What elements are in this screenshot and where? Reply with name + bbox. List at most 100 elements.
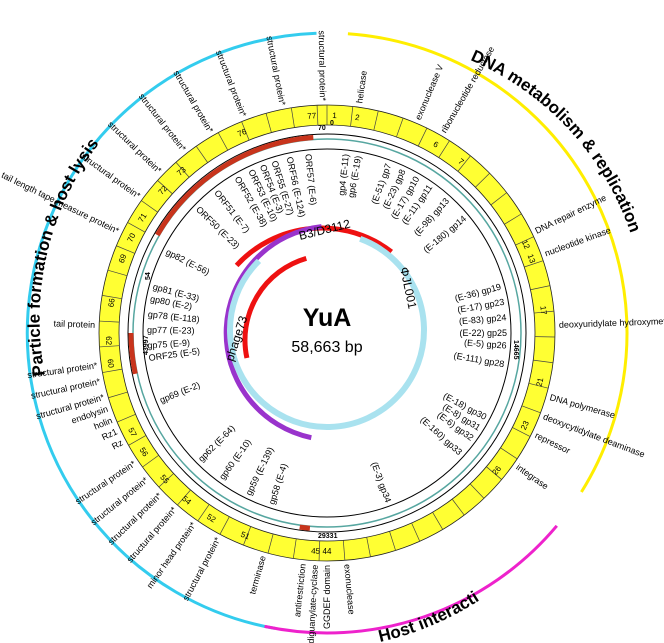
orf-tick xyxy=(102,295,122,300)
inner-gene-label: gp75 (E-9) xyxy=(147,338,190,351)
orf-tick xyxy=(108,391,128,399)
outer-gene-label: nucleotide kinase xyxy=(543,225,612,258)
orf-tick xyxy=(500,447,518,460)
outer-gene-label: tail protein xyxy=(53,318,95,329)
orf-number: 60 xyxy=(106,358,116,369)
orf-tick xyxy=(195,146,208,163)
genome-size: 58,663 bp xyxy=(291,339,362,356)
b3-d3112-label: B3/D3112 xyxy=(297,217,352,243)
orf-tick xyxy=(141,200,158,213)
inner-gene-label: (E-22) gp25 xyxy=(459,328,507,338)
orf-number: 21 xyxy=(535,376,546,387)
orf-tick xyxy=(102,368,123,373)
outer-gene-label: repressor xyxy=(533,430,572,456)
orf-number: 70 xyxy=(126,231,138,243)
outer-gene-label: structural protein* xyxy=(264,35,287,107)
inner-gene-label: (E-3) gp34 xyxy=(369,460,393,503)
structural-segment-1 xyxy=(128,332,138,375)
outer-gene-label: integrase xyxy=(514,462,550,491)
orf-tick xyxy=(267,533,274,554)
marker-0: 0 xyxy=(330,120,334,127)
orf-number: 12 xyxy=(520,239,532,251)
orf-number: 62 xyxy=(104,336,113,346)
genome-name: YuA xyxy=(303,304,352,332)
marker-14665: 14665 xyxy=(512,340,519,360)
orf-number: 66 xyxy=(107,297,117,308)
orf-tick xyxy=(116,413,136,423)
orf-tick xyxy=(175,162,190,178)
orf-tick xyxy=(292,538,297,559)
orf-tick xyxy=(389,531,396,551)
inner-gene-label: gp82 (E-56) xyxy=(164,247,211,277)
outer-gene-label: structural protein* xyxy=(137,92,189,154)
orf-number: 51 xyxy=(239,530,251,542)
orf-tick xyxy=(142,454,159,468)
orf-tick xyxy=(396,117,404,138)
orf-tick xyxy=(457,155,471,172)
inner-gene-label: gp77 (E-23) xyxy=(147,325,195,336)
outer-gene-label: structural protein* xyxy=(106,119,164,176)
marker-43997: 43997 xyxy=(143,335,150,355)
orf-tick xyxy=(486,466,502,480)
inner-gene-label: gp4 (E-11) xyxy=(336,153,350,196)
orf-number: 13 xyxy=(526,253,538,265)
outer-gene-label: exonuclease xyxy=(342,564,356,615)
outer-gene-label: structural protein* xyxy=(181,535,223,602)
orf-tick xyxy=(533,359,554,364)
inner-gene-label: gp69 (E-2) xyxy=(158,380,201,405)
orf-number: 23 xyxy=(519,419,531,431)
orf-tick xyxy=(157,180,173,195)
phijl001-arc xyxy=(227,230,427,430)
orf-tick xyxy=(515,236,534,246)
outer-gene-label: structural protein* xyxy=(214,49,249,119)
orf-tick xyxy=(475,172,490,188)
phage73-arc xyxy=(223,224,322,441)
outer-gene-label: GGDEF domain xyxy=(322,565,332,629)
orf-number: 2 xyxy=(354,113,360,123)
orf-tick xyxy=(451,498,465,516)
outer-gene-label: structural protein* xyxy=(79,151,142,201)
orf-tick xyxy=(411,522,421,542)
orf-number: 57 xyxy=(126,426,138,439)
outer-gene-label: diguanylate-cyclase xyxy=(306,564,320,643)
orf-number: 44 xyxy=(323,547,332,556)
marker-54: 54 xyxy=(145,272,152,280)
orf-tick xyxy=(512,427,531,437)
inner-gene-label: gp58 (E-4) xyxy=(267,462,290,506)
phijl001-label: ΦJL001 xyxy=(397,266,420,311)
orf-tick xyxy=(530,285,551,291)
b3-d3112-arc-2 xyxy=(242,255,307,359)
orf-number: 77 xyxy=(307,111,317,121)
orf-tick xyxy=(432,512,444,530)
orf-tick xyxy=(528,382,549,389)
orf-tick xyxy=(217,132,229,151)
orf-tick xyxy=(265,113,272,133)
inner-ring xyxy=(142,148,512,518)
orf-tick xyxy=(116,245,135,254)
orf-tick xyxy=(128,435,147,446)
arc-title-particle: Particle formation & host lysis xyxy=(25,134,103,377)
inner-gene-label: (E-5) gp26 xyxy=(464,338,507,351)
orf-tick xyxy=(366,537,371,557)
orf-tick xyxy=(504,213,522,225)
orf-tick xyxy=(490,192,507,206)
orf-tick xyxy=(99,345,120,348)
outer-gene-label: exonuclease V xyxy=(413,63,445,121)
orf-number: 17 xyxy=(538,305,548,315)
functional-arc-0 xyxy=(25,31,317,630)
orf-tick xyxy=(241,121,250,141)
marker-70: 70 xyxy=(318,125,326,132)
orf-tick xyxy=(342,540,346,561)
orf-tick xyxy=(177,489,191,506)
orf-tick xyxy=(99,320,120,323)
orf-number: 69 xyxy=(117,252,129,264)
functional-arcs xyxy=(25,31,629,635)
orf-tick xyxy=(219,516,230,535)
marker-29331: 29331 xyxy=(318,533,338,540)
orf-number: 45 xyxy=(311,546,321,555)
scale-ring xyxy=(127,133,527,533)
orf-number: 1 xyxy=(332,111,337,120)
orf-tick xyxy=(316,105,319,126)
